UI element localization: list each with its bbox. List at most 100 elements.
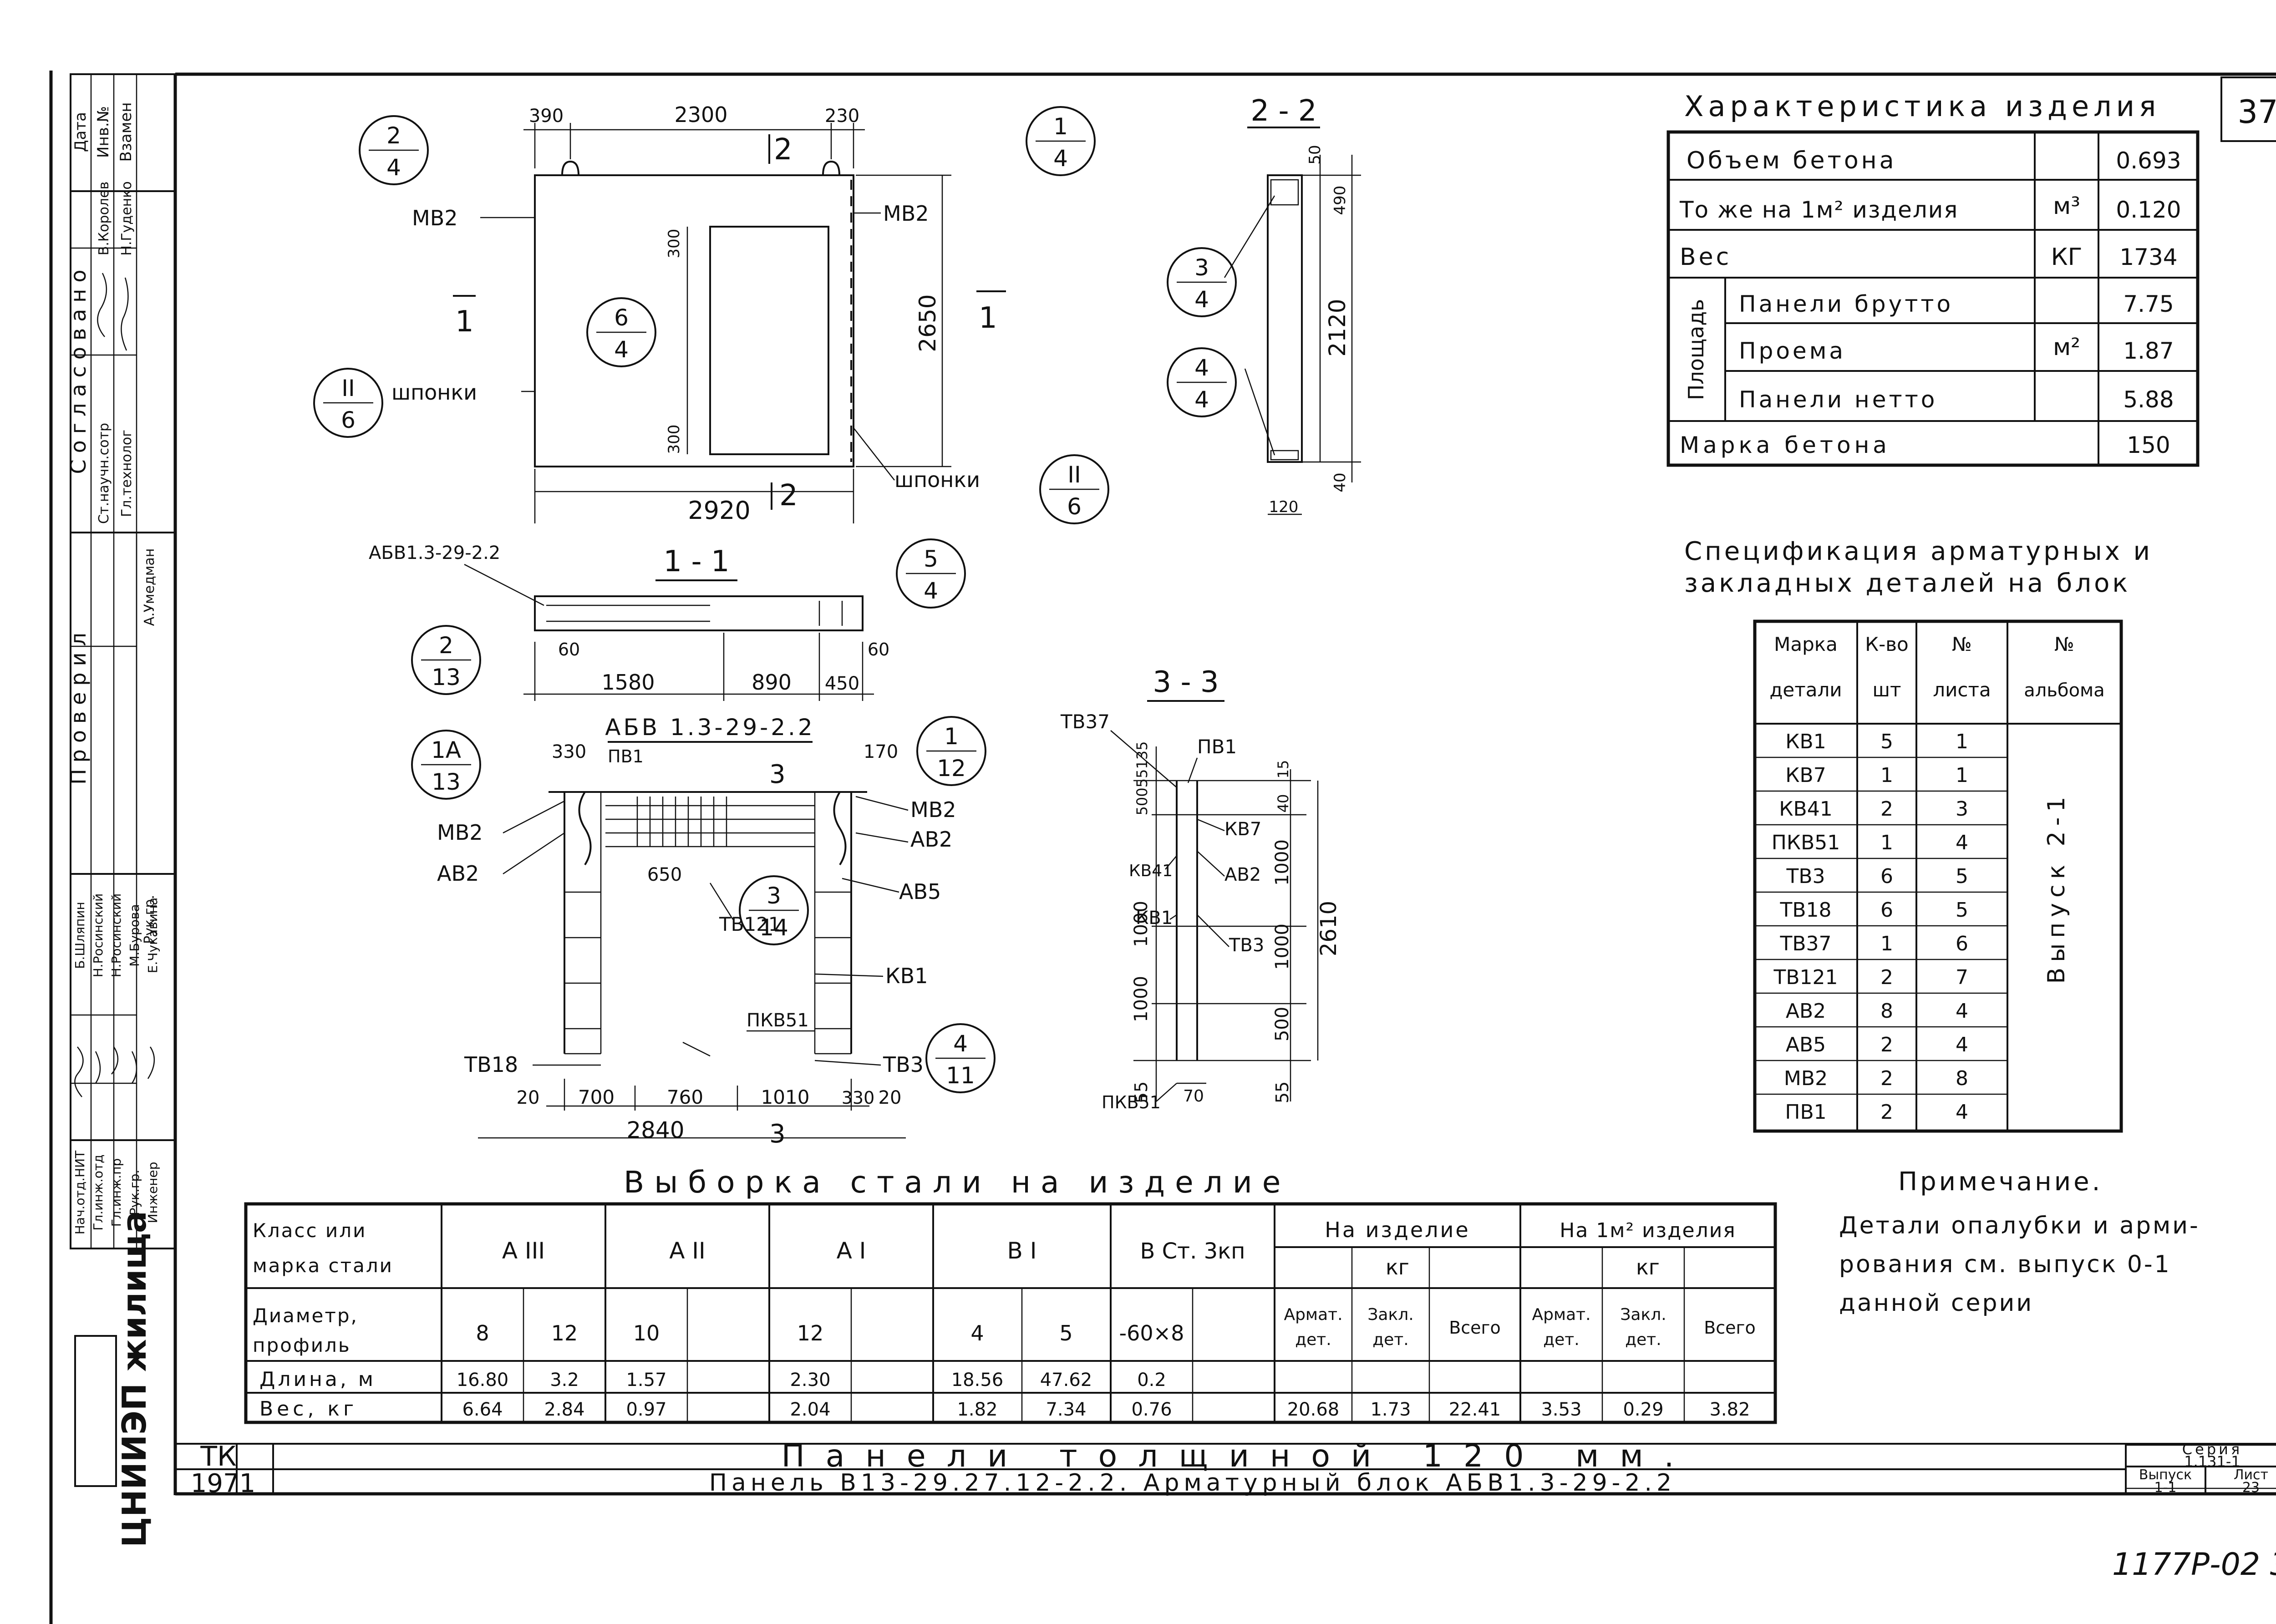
char-row-2-label: То же на 1м² изделия — [1679, 197, 1958, 223]
char-unit-area: м² — [2053, 334, 2080, 361]
spec-album: Выпуск 2-1 — [2043, 792, 2070, 984]
sec33-dim-right-15: 15 — [1275, 760, 1292, 779]
characteristics-table: Характеристика изделия Объем бетона То ж… — [1666, 90, 2200, 467]
sec33-dim-70: 70 — [1183, 1087, 1204, 1106]
callout-block-1a-13-bottom: 13 — [432, 769, 461, 795]
role-1: Нач.отд.НИТ — [72, 1150, 87, 1234]
section-mark-1-left: 1 — [455, 305, 474, 339]
sec33-dim-2610: 2610 — [1316, 901, 1341, 956]
archive-stamp: 1177Р-02 38 — [2112, 1547, 2276, 1583]
steel-row-label-1b: профиль — [253, 1334, 351, 1356]
callout-block-1-12: 112 — [916, 716, 986, 786]
sec33-label-av2: АВ2 — [1224, 864, 1261, 885]
sec33-dim-top: 50055135 — [1133, 741, 1151, 816]
callout-elev-ii-6-right-bottom: 6 — [1067, 493, 1082, 520]
title-main: Панели толщиной 120 мм. — [782, 1438, 1695, 1474]
spec-cell-qty: 1 — [1880, 932, 1893, 955]
steel-cell-length: 18.56 — [951, 1370, 1004, 1391]
elev-dim-2920: 2920 — [688, 496, 750, 525]
name-2: Н.Росинский — [91, 893, 106, 978]
sec33-dim-right-1000b: 1000 — [1272, 924, 1293, 970]
spec-h4-1: № — [2054, 633, 2074, 655]
elev-dim-300b: 300 — [665, 425, 683, 454]
sec11-dim-1580: 1580 — [601, 670, 655, 695]
steel-subheader-line2: дет. — [1295, 1330, 1331, 1349]
spec-cell-mark: АВ2 — [1786, 1000, 1826, 1023]
block-loop-right — [833, 791, 847, 866]
checked-name: А.Умедман — [142, 548, 157, 626]
name-3: Н.Росинский — [109, 893, 124, 978]
sec22-dim-490: 490 — [1331, 186, 1349, 215]
callout-block-3-14-bottom: 14 — [759, 914, 788, 941]
steel-cell-length: 47.62 — [1040, 1370, 1092, 1391]
sec22-dim-120: 120 — [1269, 498, 1299, 516]
sec33-label-kv41: КВ41 — [1129, 862, 1173, 880]
sec33-label-pv1: ПВ1 — [1197, 736, 1237, 758]
block-mesh — [564, 797, 851, 1055]
side-date-label: Дата — [71, 112, 90, 152]
callout-elev-ii-6-left-bottom: 6 — [341, 407, 356, 433]
spec-cell-qty: 2 — [1880, 1033, 1893, 1056]
steel-table: Выборка стали на изделие Класс или марка… — [244, 1165, 1777, 1424]
steel-title: Выборка стали на изделие — [624, 1165, 1290, 1200]
spec-cell-qty: 2 — [1880, 1101, 1893, 1124]
block-label-mv2-right: МВ2 — [910, 797, 956, 822]
block-dim-330b: 330 — [842, 1088, 875, 1108]
spec-h2-2: шт — [1873, 679, 1901, 701]
sec11-block-label: АБВ1.3-29-2.2 — [369, 543, 500, 563]
steel-cell-length: 3.2 — [550, 1370, 579, 1391]
sec22-dim-50: 50 — [1306, 145, 1324, 164]
char-row-3-value: 1734 — [2119, 244, 2177, 270]
sec11-dim-450: 450 — [825, 673, 859, 694]
sec33-label-pkv51: ПКВ51 — [1102, 1092, 1161, 1112]
role-3: Гл.инж.пр — [109, 1158, 124, 1227]
title-tk: ТК — [200, 1441, 236, 1472]
sec33-dim-right-55: 55 — [1272, 1081, 1292, 1103]
spec-cell-mark: ПКВ51 — [1772, 831, 1840, 854]
callout-block-1a-13-top: 1А — [431, 737, 461, 763]
char-row-6-value: 5.88 — [2123, 386, 2174, 413]
spec-h2-1: К-во — [1865, 633, 1908, 655]
callout-elev-6-4: 64 — [586, 297, 656, 367]
note-line-3: данной серии — [1839, 1289, 2033, 1317]
role-5: Инженер — [145, 1162, 160, 1223]
sec11-dim-60a: 60 — [558, 639, 580, 660]
lifting-loop-left — [561, 160, 579, 176]
callout-elev-ii-6-left-top: II — [341, 375, 355, 401]
spec-cell-sheet: 4 — [1956, 1101, 1968, 1124]
agreed-name-1: В.Королев — [96, 182, 112, 255]
block-dim-700: 700 — [578, 1086, 615, 1108]
elev-label-keys-left: шпонки — [391, 380, 477, 405]
spec-cell-mark: ПВ1 — [1785, 1101, 1826, 1124]
side-replace-label: Взамен — [117, 102, 135, 162]
spec-h4-2: альбома — [2024, 680, 2104, 701]
steel-subheader-line2: дет. — [1372, 1330, 1408, 1349]
spec-title-1: Спецификация арматурных и — [1684, 537, 2153, 566]
checked-role: Рук.гр. — [142, 895, 157, 944]
steel-cell-diameter: -60×8 — [1119, 1321, 1184, 1345]
spec-cell-mark: КВ1 — [1785, 730, 1826, 753]
steel-cell-total: 20.68 — [1287, 1399, 1340, 1420]
steel-cell-diameter: 12 — [797, 1321, 824, 1345]
steel-cell-diameter: 12 — [551, 1321, 578, 1345]
spec-cell-sheet: 4 — [1956, 1000, 1968, 1023]
block-dim-650: 650 — [647, 864, 682, 885]
title-sub: Панель В13-29.27.12-2.2. Арматурный блок… — [709, 1469, 1676, 1497]
spec-cell-qty: 2 — [1880, 797, 1893, 821]
spec-cell-mark: КВ41 — [1779, 797, 1832, 821]
steel-cell-length: 2.30 — [790, 1370, 830, 1391]
steel-class-5: В Ст. 3кп — [1140, 1238, 1245, 1264]
spec-cell-qty: 2 — [1880, 1067, 1893, 1090]
spec-title-2: закладных деталей на блок — [1684, 568, 2130, 598]
spec-cell-sheet: 7 — [1956, 966, 1968, 989]
section-mark-3-top: 3 — [769, 760, 786, 789]
callout-block-4-11-bottom: 11 — [946, 1062, 975, 1089]
char-row-4-value: 7.75 — [2123, 291, 2174, 317]
char-row-5-value: 1.87 — [2123, 338, 2174, 364]
spec-h3-1: № — [1952, 633, 1972, 655]
block-label-av5: АВ5 — [899, 879, 941, 904]
callout-elev-ii-6-right: II6 — [1039, 454, 1109, 524]
spec-table: Спецификация арматурных и закладных дета… — [1684, 537, 2153, 1133]
section-3-3: 3 - 3 ТВ37 ПВ1 КВ7 КВ41 АВ2 КВ1 ТВ3 ПКВ5… — [1060, 665, 1341, 1112]
